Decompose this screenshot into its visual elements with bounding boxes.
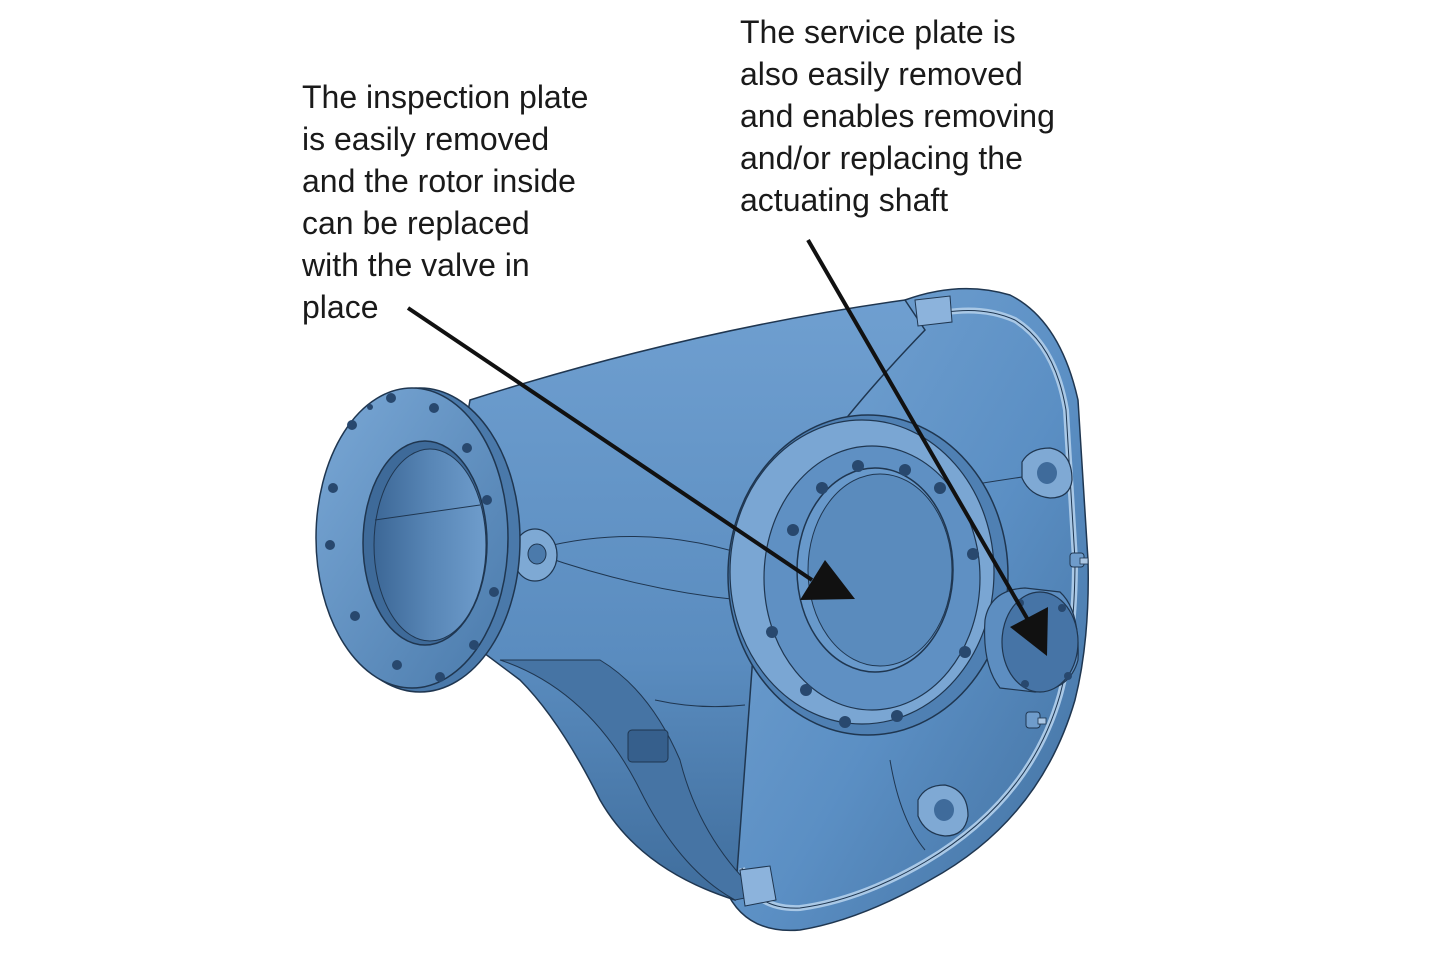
callout-line: is easily removed: [302, 121, 550, 157]
pipe-boss: [512, 528, 558, 582]
inspection-plate: [727, 414, 1009, 736]
fitting-lower: [1025, 711, 1047, 729]
callout-line: actuating shaft: [740, 182, 949, 218]
callout-line: also easily removed: [740, 56, 1023, 92]
callout-line: The service plate is: [740, 14, 1016, 50]
arrow-inspection: [406, 306, 855, 600]
housing-lug-top: [914, 295, 953, 327]
callout-service-plate: The service plate is also easily removed…: [740, 11, 1055, 221]
callout-line: place: [302, 289, 379, 325]
callout-line: with the valve in: [302, 247, 530, 283]
inlet-flange: [315, 387, 521, 693]
callout-line: The inspection plate: [302, 79, 589, 115]
fitting-right: [1069, 552, 1089, 568]
lower-body: [499, 659, 762, 901]
callout-line: and the rotor inside: [302, 163, 576, 199]
callout-inspection-plate: The inspection plate is easily removed a…: [302, 76, 588, 328]
callout-line: and/or replacing the: [740, 140, 1023, 176]
base-foot: [627, 729, 669, 763]
callout-line: and enables removing: [740, 98, 1055, 134]
housing-boss-bottom: [917, 784, 969, 837]
arrow-service: [806, 238, 1048, 656]
housing-boss-top: [1021, 447, 1073, 499]
housing-lug-bottom: [739, 865, 777, 907]
callout-line: can be replaced: [302, 205, 530, 241]
